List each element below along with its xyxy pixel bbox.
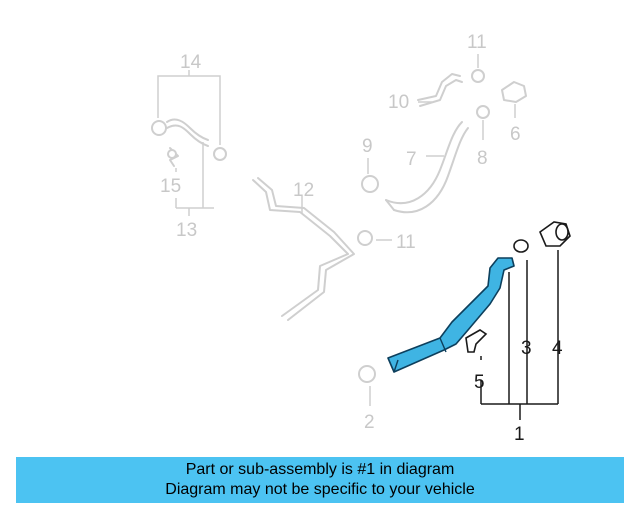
- hose-clamp-3: [513, 239, 529, 253]
- radiator-hose-part-1: [387, 257, 515, 373]
- hose-assembly-7-10: [357, 54, 527, 406]
- banner-line-2: Diagram may not be specific to your vehi…: [165, 481, 475, 498]
- hose-assembly-13-14: [151, 70, 227, 216]
- hose-clamp-9: [361, 175, 379, 193]
- callout-8: 8: [477, 148, 488, 169]
- callout-2: 2: [364, 412, 375, 433]
- callout-4: 4: [552, 338, 563, 359]
- callout-10: 10: [388, 92, 409, 113]
- info-banner: Part or sub-assembly is #1 in diagram Di…: [16, 457, 624, 503]
- hose-clamp-8: [476, 105, 490, 119]
- hose-clip-5: [465, 329, 488, 353]
- fitting-6: [501, 81, 527, 103]
- callout-14: 14: [180, 52, 202, 73]
- callout-15: 15: [160, 176, 181, 197]
- callout-11-top: 11: [467, 32, 487, 53]
- callout-3: 3: [521, 338, 532, 359]
- callout-5: 5: [474, 372, 485, 393]
- callout-1: 1: [514, 424, 525, 445]
- callout-7: 7: [406, 149, 417, 170]
- parts-diagram: 14 15 13 12 11 10 6 9 7 8 11 2 5 3 4 1: [151, 32, 571, 445]
- callout-12: 12: [293, 180, 314, 201]
- callout-9: 9: [362, 136, 373, 157]
- hose-clamp-2: [358, 365, 376, 383]
- leaders-part-1: [480, 250, 559, 420]
- banner-line-1: Part or sub-assembly is #1 in diagram: [185, 461, 455, 478]
- callout-13: 13: [176, 220, 197, 241]
- callout-numbers: 14 15 13 12 11 10 6 9 7 8 11 2 5 3 4 1: [160, 32, 563, 445]
- ghost-parts-group: [151, 54, 527, 406]
- callout-11-mid: 11: [396, 232, 416, 253]
- callout-6: 6: [510, 124, 521, 145]
- hose-clamp-11-top: [471, 69, 485, 83]
- tube-12: [252, 177, 355, 321]
- hose-clamp-11-mid: [357, 230, 373, 246]
- highlighted-part-1[interactable]: [387, 221, 571, 373]
- hose-clamp-left: [151, 120, 167, 136]
- hose-clamp-right: [213, 147, 227, 161]
